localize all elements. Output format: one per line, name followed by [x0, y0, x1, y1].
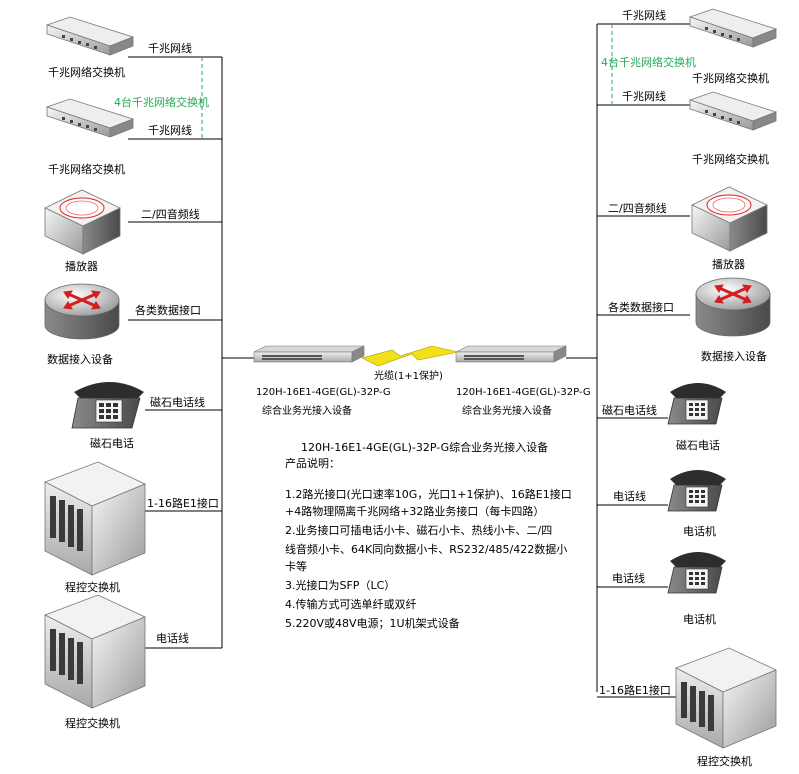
right-pbx-label: 程控交换机	[697, 754, 752, 768]
description-line: 1.2路光接口(光口速率10G，光口1+1保护)、16路E1接口	[285, 487, 572, 501]
right-pbx-link-label: 1-16路E1接口	[599, 684, 671, 697]
left-pbx2-icon	[44, 594, 146, 709]
left-switch2-link-label: 千兆网线	[148, 123, 192, 137]
right-player-label: 播放器	[712, 257, 745, 271]
left-switch1-icon	[45, 16, 135, 56]
left-access-device-model: 120H-16E1-4GE(GL)-32P-G	[256, 387, 391, 398]
right-phone2-icon	[667, 552, 726, 594]
right-access-device-icon	[455, 345, 567, 363]
right-magneto-phone-link-label: 磁石电话线	[602, 403, 657, 417]
left-switch2-label: 千兆网络交换机	[48, 162, 125, 176]
right-connections	[566, 23, 690, 698]
description-line: 4.传输方式可选单纤或双纤	[285, 597, 417, 611]
description-title: 120H-16E1-4GE(GL)-32P-G综合业务光接入设备	[301, 440, 548, 454]
right-data-access-icon	[695, 277, 771, 337]
fiber-label: 光缆(1+1保护)	[374, 369, 443, 382]
description-line: +4路物理隔离千兆网络+32路业务接口（每卡四路）	[285, 504, 544, 518]
right-phone1-label: 电话机	[683, 524, 716, 538]
right-switch2-link-label: 千兆网线	[622, 89, 666, 103]
left-connections	[128, 56, 254, 649]
product-description: 120H-16E1-4GE(GL)-32P-G综合业务光接入设备 产品说明： 1…	[285, 440, 572, 630]
left-magneto-phone-label: 磁石电话	[90, 437, 134, 450]
right-player-link-label: 二/四音频线	[608, 201, 667, 215]
right-access-device-name: 综合业务光接入设备	[462, 404, 552, 417]
left-access-device-name: 综合业务光接入设备	[262, 404, 352, 417]
right-pbx-icon	[675, 647, 777, 749]
left-player-icon	[44, 189, 121, 255]
right-switch-group-label: 4台千兆网络交换机	[601, 55, 696, 69]
right-switch1-icon	[688, 8, 778, 48]
right-switch1-link-label: 千兆网线	[622, 8, 666, 22]
description-line: 3.光接口为SFP（LC）	[285, 578, 395, 592]
right-switch2-label: 千兆网络交换机	[692, 152, 769, 166]
right-phone1-link-label: 电话线	[613, 489, 646, 503]
fiber-lightning-icon	[361, 345, 459, 367]
left-switch-group-label: 4台千兆网络交换机	[114, 95, 209, 109]
left-player-link-label: 二/四音频线	[141, 207, 200, 221]
left-switch1-link-label: 千兆网线	[148, 41, 192, 55]
left-pbx1-link-label: 1-16路E1接口	[147, 497, 219, 510]
right-data-access-link-label: 各类数据接口	[608, 300, 674, 314]
left-switch1-label: 千兆网络交换机	[48, 65, 125, 79]
left-pbx1-label: 程控交换机	[65, 580, 120, 594]
left-pbx2-label: 程控交换机	[65, 716, 120, 730]
description-line: 线音频小卡、64K同向数据小卡、RS232/485/422数据小	[285, 542, 567, 556]
left-data-access-icon	[44, 283, 120, 340]
right-phone2-link-label: 电话线	[612, 571, 645, 585]
left-pbx1-icon	[44, 461, 146, 576]
right-switch2-icon	[688, 91, 778, 131]
left-magneto-phone-link-label: 磁石电话线	[150, 395, 205, 409]
description-line: 卡等	[285, 559, 307, 573]
left-data-access-label: 数据接入设备	[47, 352, 113, 366]
left-player-label: 播放器	[65, 259, 98, 273]
right-access-device-model: 120H-16E1-4GE(GL)-32P-G	[456, 387, 591, 398]
right-data-access-label: 数据接入设备	[701, 349, 767, 363]
right-phone1-icon	[667, 470, 726, 512]
description-heading: 产品说明：	[285, 456, 340, 470]
left-magneto-phone-icon	[71, 382, 144, 429]
right-magneto-phone-icon	[667, 383, 726, 425]
right-player-icon	[691, 186, 768, 252]
description-line: 5.220V或48V电源；1U机架式设备	[285, 616, 460, 630]
right-switch1-label: 千兆网络交换机	[692, 71, 769, 85]
left-pbx2-link-label: 电话线	[156, 631, 189, 645]
left-access-device-icon	[253, 345, 365, 363]
left-switch2-icon	[45, 98, 135, 138]
right-phone2-label: 电话机	[683, 612, 716, 626]
right-magneto-phone-label: 磁石电话	[676, 439, 720, 452]
description-line: 2.业务接口可插电话小卡、磁石小卡、热线小卡、二/四	[285, 523, 552, 537]
left-data-access-link-label: 各类数据接口	[135, 303, 201, 317]
